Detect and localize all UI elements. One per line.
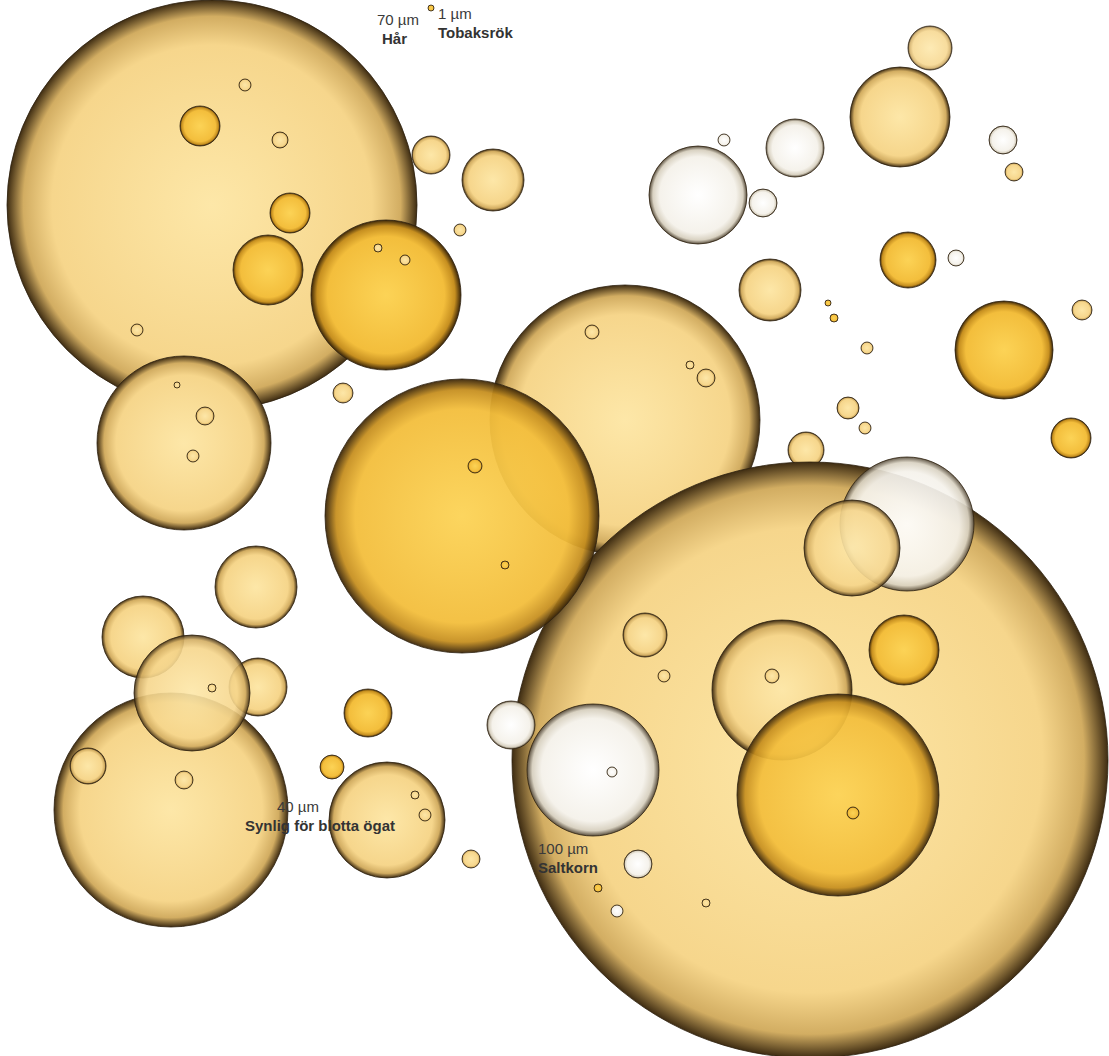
size-value: 70 µm — [300, 10, 419, 29]
size-label: 100 µmSaltkorn — [538, 839, 658, 877]
particle-name: Synlig för blotta ögat — [245, 816, 475, 835]
size-value: 1 µm — [438, 4, 578, 23]
size-value: 40 µm — [245, 797, 475, 816]
particle-name: Saltkorn — [538, 858, 658, 877]
size-value: 100 µm — [538, 839, 658, 858]
bubbles — [7, 0, 1108, 1056]
particle-name: Tobaksrök — [438, 23, 578, 42]
size-label: 70 µmHår — [300, 10, 419, 48]
size-label: 1 µmTobaksrök — [438, 4, 578, 42]
particle-name: Hår — [300, 29, 419, 48]
size-label: 40 µmSynlig för blotta ögat — [245, 797, 475, 835]
